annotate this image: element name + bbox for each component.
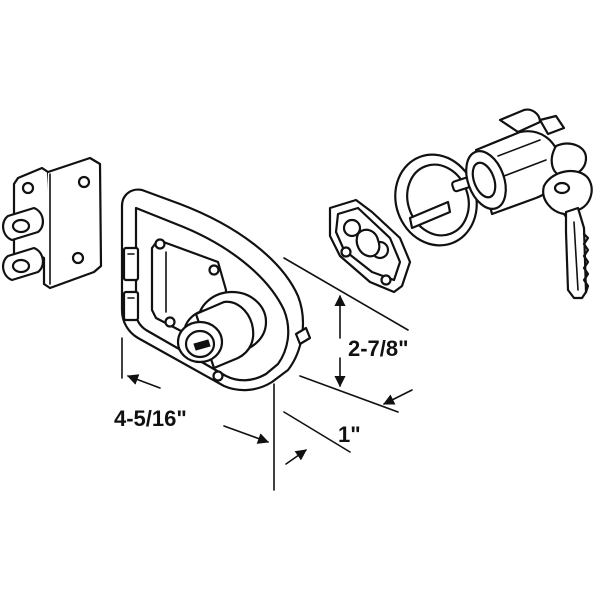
- trim-ring: [394, 153, 478, 247]
- dimension-lines: [121, 257, 413, 491]
- strike-plate: [2, 156, 103, 290]
- dimension-height-label: 2-7/8": [348, 336, 409, 361]
- lock-body: [120, 188, 312, 392]
- mounting-plate: [328, 198, 412, 294]
- dimension-width-label: 4-5/16": [114, 406, 187, 431]
- dimension-depth-label: 1": [338, 422, 361, 447]
- keys: [542, 142, 593, 300]
- key-cylinder: [451, 108, 566, 216]
